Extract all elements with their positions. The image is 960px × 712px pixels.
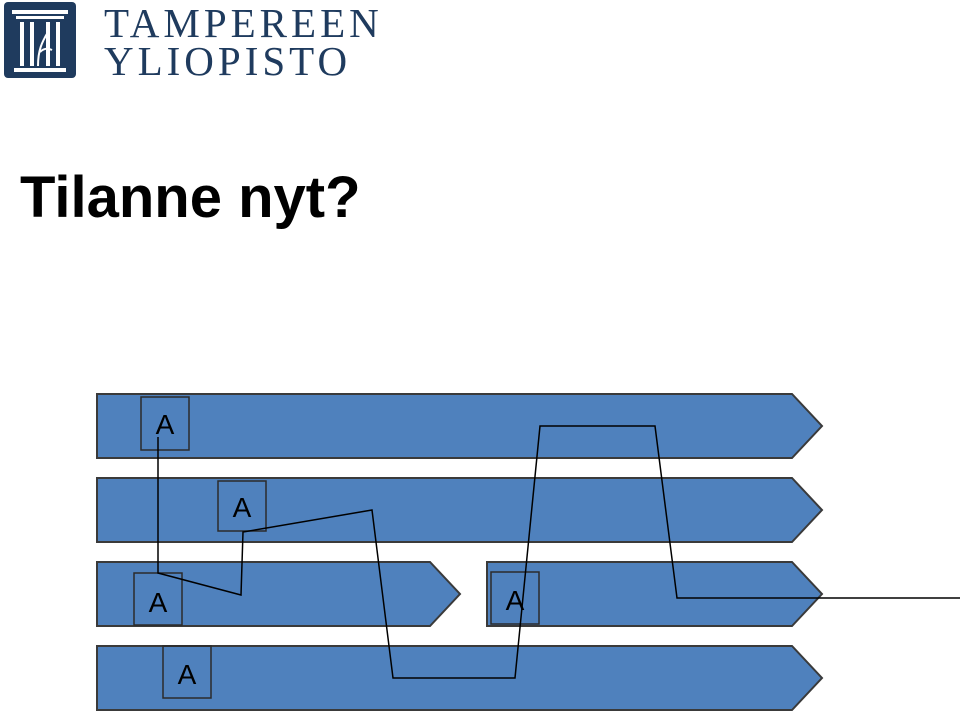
row1-box-label: A — [156, 409, 175, 440]
row4-box: A — [162, 645, 212, 699]
row2-box: A — [217, 480, 267, 532]
row2-box-label: A — [233, 492, 252, 523]
row1-box: A — [140, 396, 190, 451]
university-logo-icon — [4, 2, 76, 78]
row4-box-label: A — [178, 659, 197, 690]
university-wordmark: TAMPEREEN YLIOPISTO — [104, 0, 383, 84]
wordmark-line-2: YLIOPISTO — [104, 38, 352, 84]
row3-left-arrow — [96, 561, 462, 627]
wordmark-line-1: TAMPEREEN — [104, 0, 383, 46]
flow-line — [157, 425, 960, 679]
row3-right-box-label: A — [506, 585, 525, 616]
row3-right-arrow — [486, 561, 824, 627]
row1-arrow — [96, 393, 824, 459]
slide-title: Tilanne nyt? — [20, 165, 361, 230]
row2-arrow — [96, 477, 824, 543]
row3-left-box-label: A — [149, 587, 168, 618]
row3-right-box: A — [490, 571, 540, 625]
